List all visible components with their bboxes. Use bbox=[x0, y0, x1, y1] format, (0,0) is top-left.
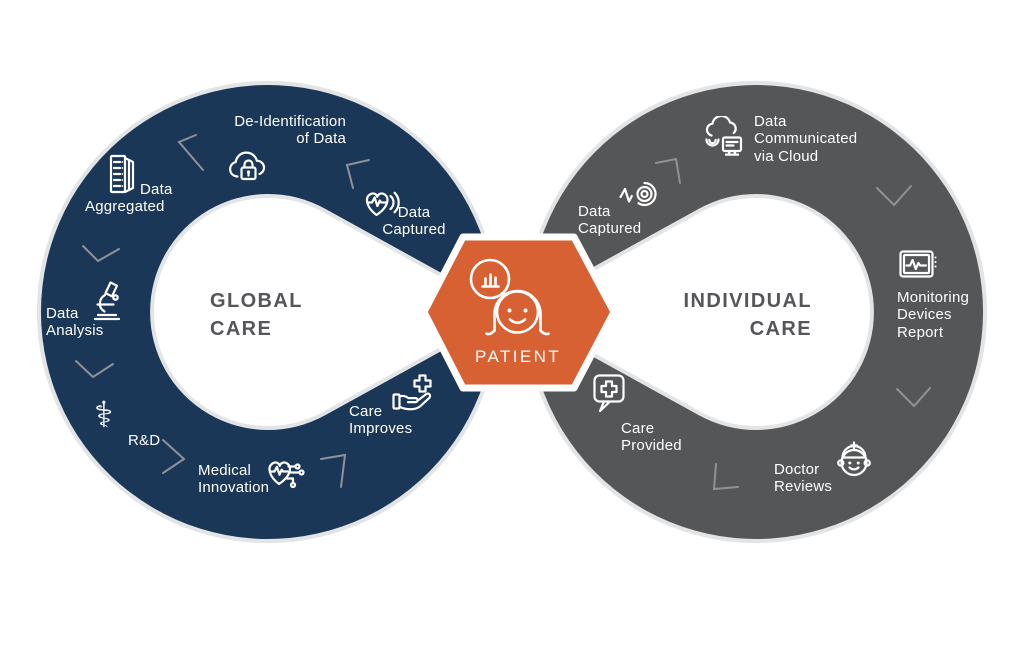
label-line: Data bbox=[140, 181, 173, 198]
flow-chevron-icon bbox=[177, 134, 204, 171]
label-line: via Cloud bbox=[754, 147, 819, 165]
flow-chevron-icon bbox=[876, 185, 912, 207]
label-line: Devices bbox=[897, 306, 952, 324]
label-line: De-Identification bbox=[234, 113, 346, 130]
label-line: Report bbox=[897, 323, 944, 341]
label-data-communicated: Data Communicated via Cloud bbox=[754, 113, 890, 165]
title-line: GLOBAL bbox=[210, 290, 303, 312]
global-care-loop-ring bbox=[37, 81, 516, 543]
label-line: Improves bbox=[349, 420, 413, 438]
flow-chevron-icon bbox=[712, 463, 739, 491]
flow-chevron-icon bbox=[75, 360, 114, 379]
label-line: Communicated bbox=[754, 130, 858, 148]
flow-chevron-icon bbox=[896, 387, 931, 408]
server-stack-icon bbox=[103, 152, 141, 196]
label-line: Medical bbox=[198, 462, 252, 479]
label-care-provided: Care Provided bbox=[621, 420, 705, 455]
caduceus-icon: ⚕ bbox=[94, 395, 114, 436]
cloud-monitor-icon bbox=[699, 116, 747, 168]
microscope-icon bbox=[88, 278, 126, 324]
chart-badge-icon bbox=[469, 258, 511, 300]
heart-signal-icon bbox=[358, 183, 402, 221]
flow-chevron-icon bbox=[345, 159, 370, 189]
doctor-face-icon bbox=[833, 436, 875, 482]
cloud-lock-icon bbox=[226, 146, 270, 192]
label-line: Monitoring bbox=[897, 289, 970, 306]
label-line: Data bbox=[397, 204, 431, 221]
label-doctor-reviews: Doctor Reviews bbox=[774, 461, 854, 496]
label-line: R&D bbox=[128, 432, 161, 449]
label-line: Provided bbox=[621, 437, 682, 455]
label-line: Reviews bbox=[774, 478, 833, 496]
title-line: CARE bbox=[749, 318, 812, 340]
label-data-captured-individual: Data Captured bbox=[578, 203, 662, 238]
flow-chevron-icon bbox=[82, 245, 120, 263]
label-line: Aggregated bbox=[85, 198, 165, 216]
label-de-identification: De-Identification of Data bbox=[212, 113, 346, 148]
label-data-aggregated: Data Aggregated bbox=[85, 181, 187, 216]
individual-care-title: INDIVIDUAL CARE bbox=[658, 287, 812, 343]
flow-chevron-icon bbox=[162, 439, 186, 474]
hand-plus-icon bbox=[389, 371, 435, 413]
label-line: Data bbox=[46, 305, 79, 322]
label-data-captured-global: Data Captured bbox=[374, 204, 454, 239]
label-line: Data bbox=[578, 203, 611, 220]
pulse-spiral-icon bbox=[617, 177, 659, 211]
flow-chevron-icon bbox=[320, 453, 347, 488]
label-line: Captured bbox=[382, 221, 446, 239]
heart-circuit-icon bbox=[260, 451, 306, 491]
label-line: Analysis bbox=[46, 322, 104, 340]
label-line: Care bbox=[349, 403, 383, 420]
label-line: Innovation bbox=[198, 479, 270, 497]
label-line: Care bbox=[621, 420, 655, 437]
label-line: Captured bbox=[578, 220, 642, 238]
label-rnd: R&D bbox=[128, 432, 178, 449]
title-line: INDIVIDUAL bbox=[683, 290, 812, 312]
flow-chevrons bbox=[75, 134, 931, 491]
label-line: Data bbox=[754, 113, 787, 130]
label-monitoring-devices: Monitoring Devices Report bbox=[897, 289, 989, 341]
label-line: of Data bbox=[296, 130, 346, 148]
global-care-title: GLOBAL CARE bbox=[210, 287, 330, 343]
patient-face-icon bbox=[469, 258, 550, 336]
label-line: Doctor bbox=[774, 461, 820, 478]
title-line: CARE bbox=[210, 318, 273, 340]
label-data-analysis: Data Analysis bbox=[46, 305, 110, 340]
label-medical-innovation: Medical Innovation bbox=[198, 462, 290, 497]
patient-label: PATIENT bbox=[474, 347, 562, 366]
monitor-report-icon bbox=[896, 247, 940, 283]
plus-bubble-icon bbox=[589, 371, 629, 415]
flow-chevron-icon bbox=[655, 157, 681, 184]
label-care-improves: Care Improves bbox=[349, 403, 433, 438]
